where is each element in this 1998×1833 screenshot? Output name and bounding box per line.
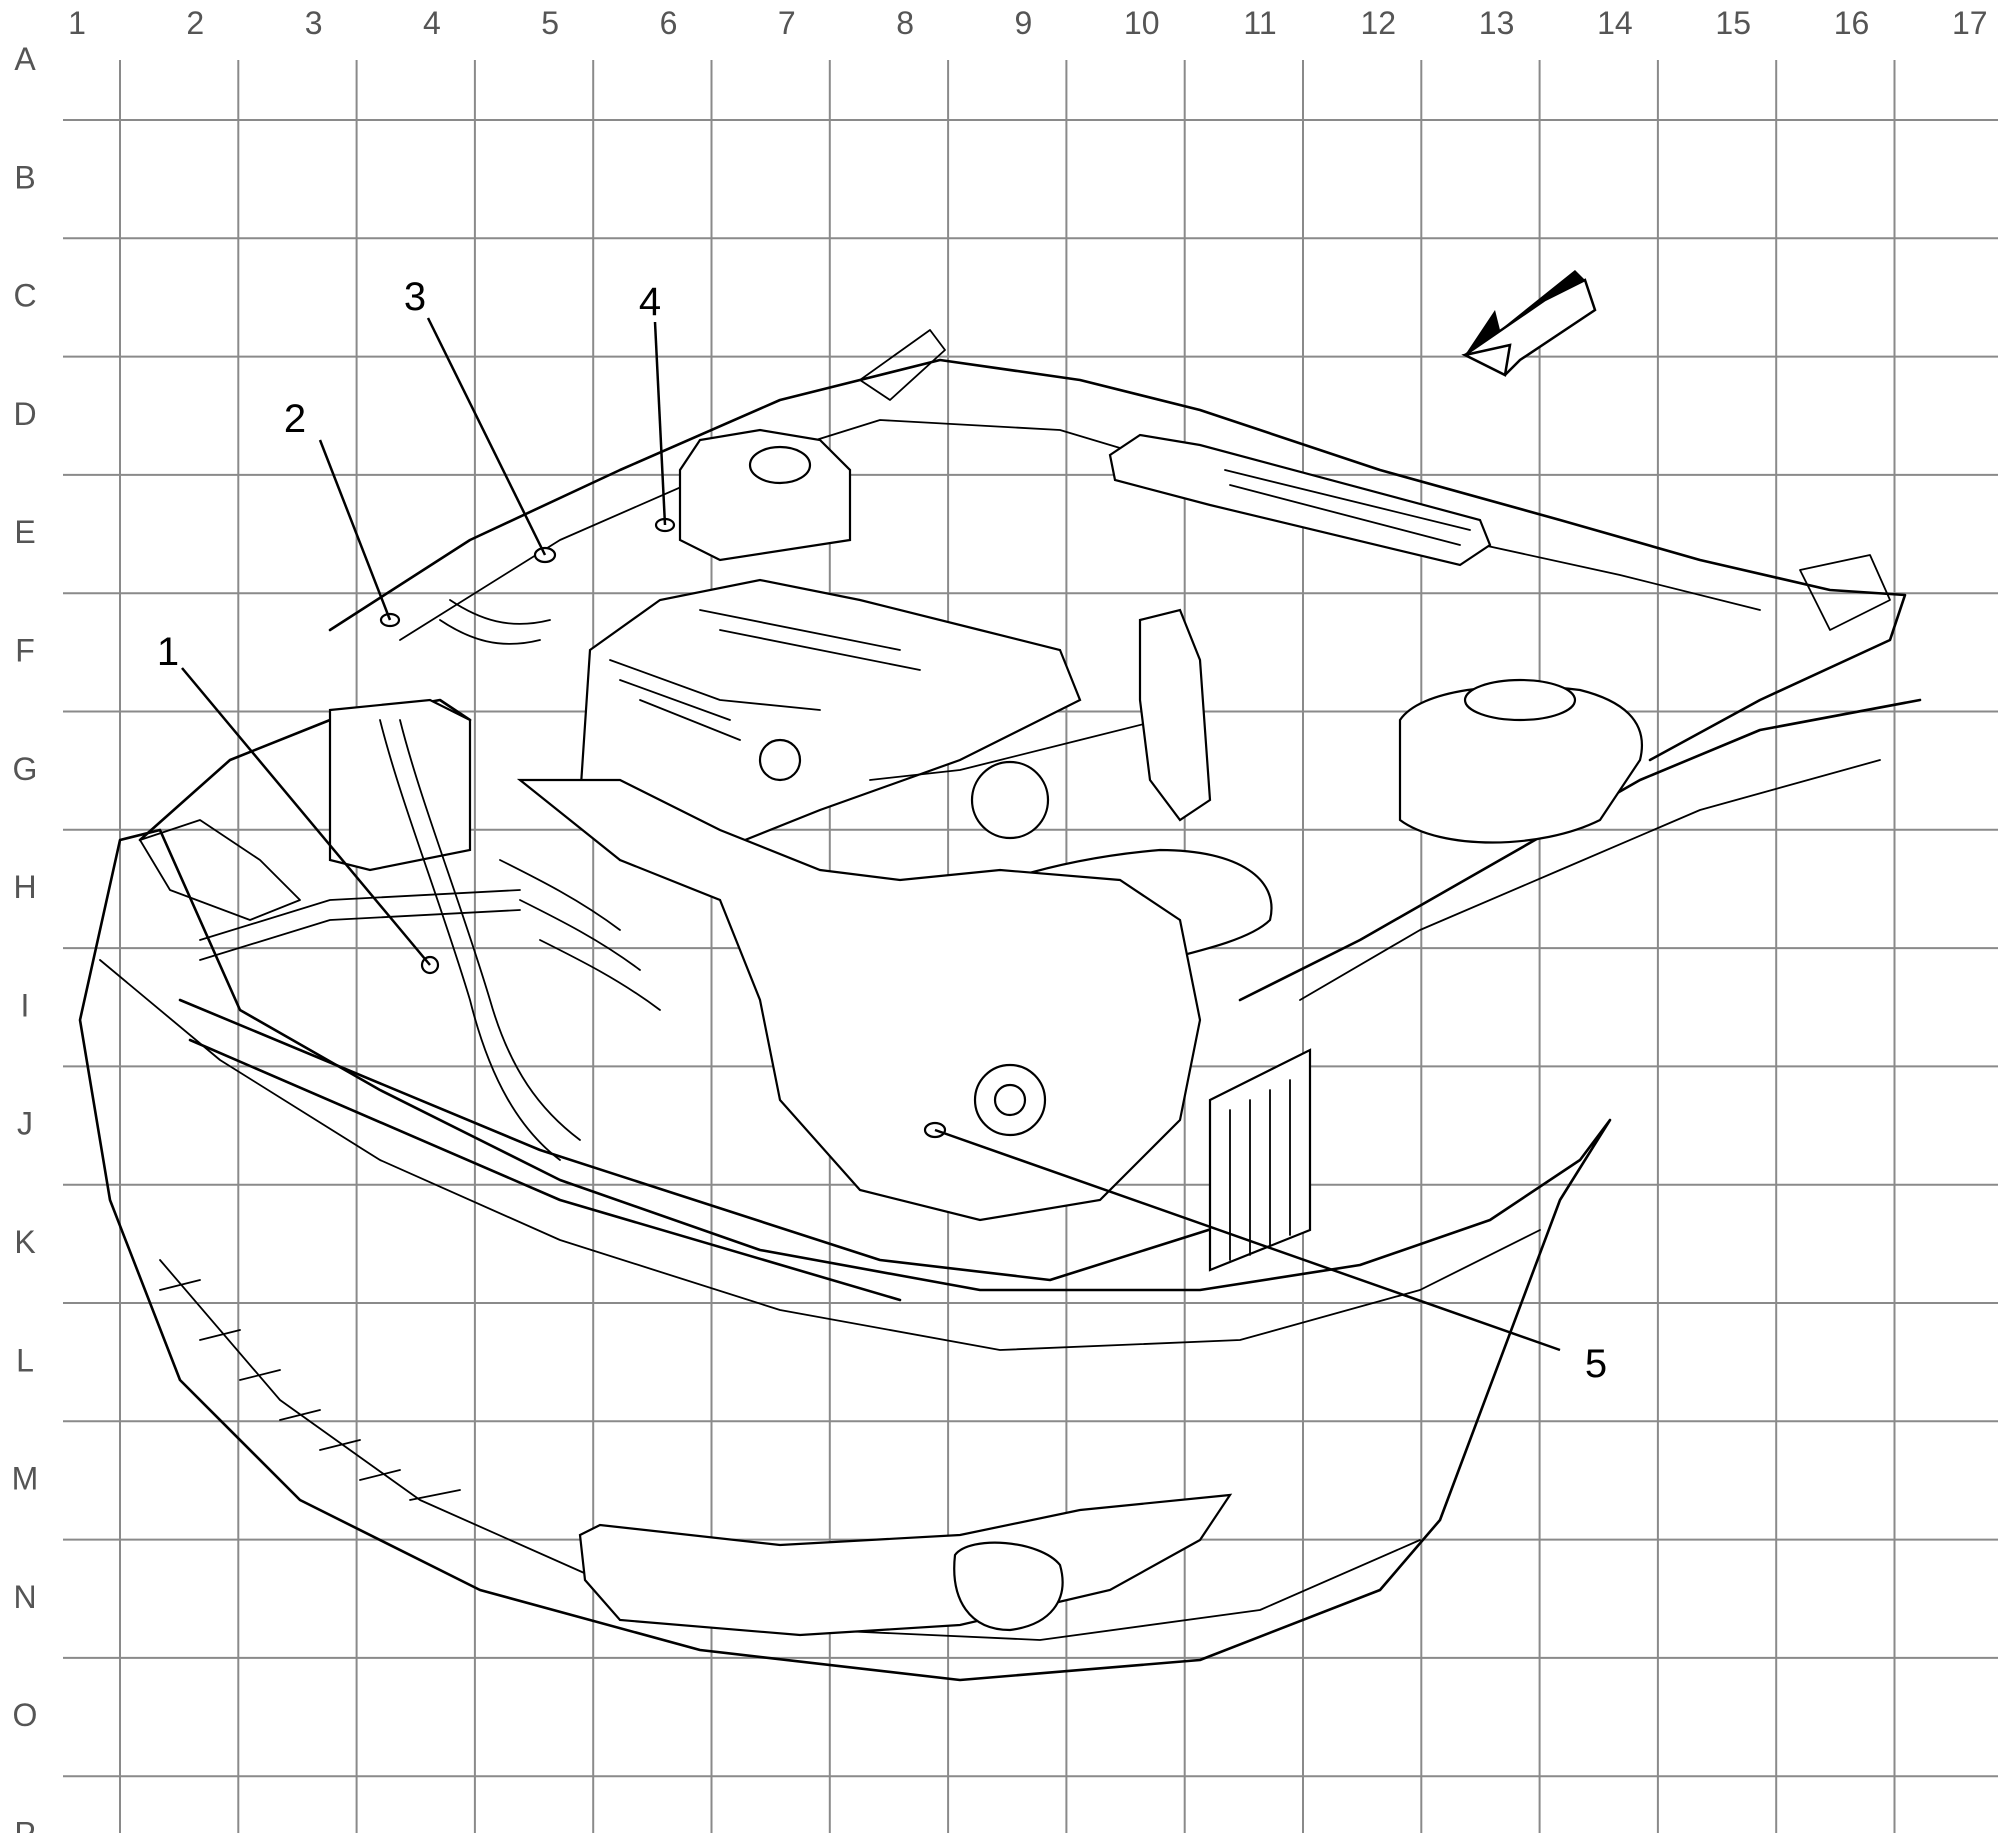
column-label: 11 xyxy=(1243,5,1276,41)
front-bumper-outer xyxy=(78,828,1612,1682)
left-headlamp-cutout xyxy=(139,819,301,921)
column-label: 10 xyxy=(1124,5,1160,41)
cable-harness xyxy=(869,719,1161,781)
leader-4 xyxy=(653,321,667,526)
row-label: I xyxy=(21,987,30,1023)
callout-leaders xyxy=(181,317,1561,1352)
row-label: O xyxy=(13,1697,38,1733)
row-label: C xyxy=(13,278,36,314)
row-label: F xyxy=(15,633,35,669)
row-label: E xyxy=(14,514,35,550)
heater-hose xyxy=(439,599,551,645)
leader-5 xyxy=(934,1128,1561,1352)
callout-2: 2 xyxy=(284,397,306,441)
row-label: L xyxy=(16,1342,34,1378)
column-label: 1 xyxy=(68,5,86,41)
leader-2 xyxy=(318,439,392,621)
alternator-pulley xyxy=(993,1083,1027,1117)
washer-reservoir-cap xyxy=(1463,678,1577,722)
throttle-body xyxy=(970,760,1050,840)
row-label: K xyxy=(14,1224,35,1260)
leader-3 xyxy=(426,317,547,556)
row-label: J xyxy=(17,1106,33,1142)
front-bumper-crease xyxy=(99,959,1541,1351)
radiator-core xyxy=(1208,1048,1312,1272)
row-labels: A B C D E F G H I J K L M N O P xyxy=(12,41,39,1833)
reservoir-cap xyxy=(748,445,812,485)
column-label: 4 xyxy=(423,5,441,41)
engine-cover-ribs xyxy=(609,609,921,741)
row-label: H xyxy=(13,869,36,905)
row-label: D xyxy=(13,396,36,432)
washer-reservoir xyxy=(1398,685,1643,844)
column-label: 3 xyxy=(305,5,323,41)
hood-hinge-right xyxy=(1799,554,1891,631)
column-label: 12 xyxy=(1361,5,1397,41)
fog-lamp-opening xyxy=(953,1541,1064,1632)
crossbar xyxy=(199,889,521,961)
right-strut-tower xyxy=(1138,608,1212,822)
hood-hinge-left xyxy=(859,329,946,401)
column-label: 6 xyxy=(660,5,678,41)
callout-1: 1 xyxy=(157,630,179,674)
cowl-vent-slot xyxy=(1224,469,1471,546)
right-fender-inner xyxy=(1299,759,1881,1001)
radiator-fins xyxy=(1229,1079,1291,1261)
callout-5: 5 xyxy=(1585,1342,1607,1386)
column-label: 15 xyxy=(1715,5,1751,41)
hood-outline xyxy=(328,358,1907,762)
leader-1 xyxy=(181,667,431,966)
column-label: 9 xyxy=(1015,5,1033,41)
vehicle-illustration xyxy=(78,329,1922,1682)
callout-3: 3 xyxy=(404,275,426,319)
column-label: 2 xyxy=(186,5,204,41)
row-label: G xyxy=(13,751,38,787)
column-label: 14 xyxy=(1597,5,1633,41)
row-label: M xyxy=(12,1461,39,1497)
side-grille-slats xyxy=(159,1279,461,1501)
column-label: 7 xyxy=(778,5,796,41)
upper-radiator-hose xyxy=(379,719,581,1161)
row-label: B xyxy=(14,159,35,195)
row-label: P xyxy=(14,1816,35,1833)
lower-grille-opening xyxy=(578,1493,1233,1637)
row-label: A xyxy=(14,41,36,77)
column-label: 8 xyxy=(896,5,914,41)
row-label: N xyxy=(13,1579,36,1615)
exhaust-manifold xyxy=(499,859,661,1011)
battery-box xyxy=(328,698,472,872)
radiator-support xyxy=(178,998,1242,1302)
column-label: 17 xyxy=(1952,5,1988,41)
front-direction-arrow-icon xyxy=(1461,270,1597,377)
hood-inner-edge xyxy=(399,419,1761,641)
oil-fill-cap xyxy=(758,738,802,782)
cowl-vent xyxy=(1108,433,1492,567)
column-label: 13 xyxy=(1479,5,1515,41)
column-label: 16 xyxy=(1834,5,1870,41)
column-label: 5 xyxy=(541,5,559,41)
callout-numbers: 1 2 3 4 5 xyxy=(157,275,1607,1386)
callout-4: 4 xyxy=(639,280,661,324)
engine-block xyxy=(516,778,1202,1222)
